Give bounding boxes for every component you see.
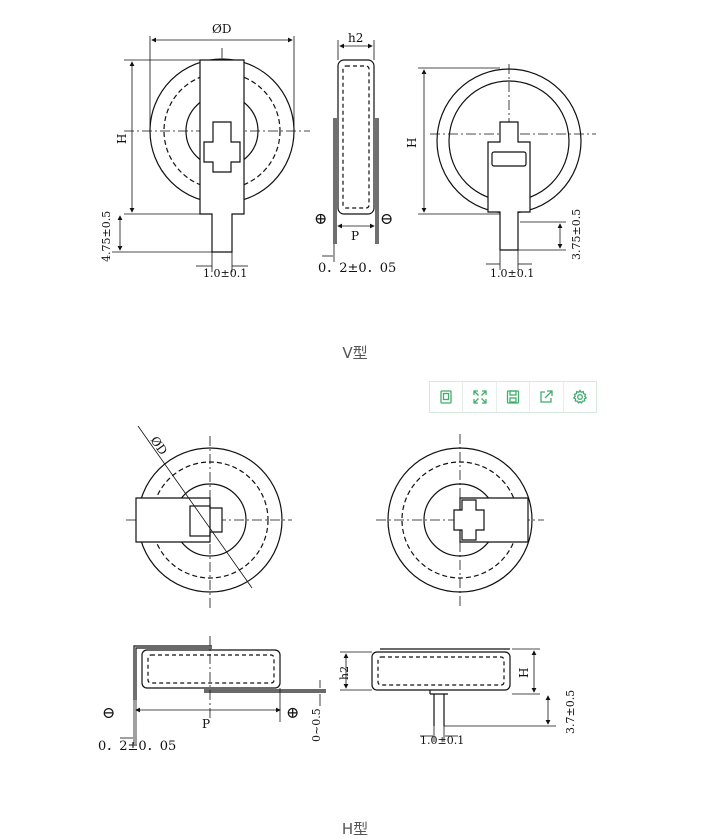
save-icon: [506, 390, 520, 404]
save-button[interactable]: [497, 382, 531, 412]
h-type-caption: H型: [341, 820, 369, 838]
v-front-diameter-label: ØD: [212, 22, 231, 36]
h-side-left-negative-symbol: ⊖: [102, 703, 115, 722]
v-side-tab-thickness-label: 0．2±0．05: [318, 261, 396, 276]
h-top-right-view: [376, 434, 544, 608]
v-front-view: [112, 36, 310, 272]
h-side-right-pin-width-label: 1.0±0.1: [420, 734, 464, 747]
fullscreen-icon: [472, 390, 487, 404]
h-side-right-pin-length-label: 3.7±0.5: [564, 690, 577, 734]
v-front-pin-length-label: 4.75±0.5: [100, 211, 113, 262]
v-front-height-label: H: [115, 134, 129, 144]
h-side-left-positive-symbol: ⊕: [286, 703, 299, 722]
settings-icon: [572, 389, 588, 404]
h-side-left-offset-label: 0~0.5: [310, 708, 323, 742]
v-side-view: [322, 40, 379, 262]
v-back-height-label: H: [405, 138, 419, 148]
v-back-tab: [487, 121, 531, 251]
h-top-left-tab: [135, 497, 223, 543]
share-icon: [540, 390, 554, 403]
h-side-right-height-label: H: [517, 668, 531, 678]
v-front-pin-width-label: 1.0±0.1: [203, 267, 247, 280]
v-side-pitch-label: P: [351, 229, 359, 243]
h-side-left-view: [120, 636, 326, 744]
v-side-negative-symbol: ⊖: [380, 209, 393, 228]
v-back-view: [418, 64, 596, 270]
copy-button[interactable]: [430, 382, 464, 412]
v-back-pin-length-label: 3.75±0.5: [570, 209, 583, 260]
h-top-left-diameter-label: ØD: [148, 434, 171, 458]
h-side-right-body: [371, 651, 511, 691]
settings-button[interactable]: [564, 382, 596, 412]
h-side-left-pitch-label: P: [202, 717, 210, 731]
share-button[interactable]: [530, 382, 564, 412]
h-side-right-thickness-label: h2: [338, 666, 351, 680]
fullscreen-button[interactable]: [463, 382, 497, 412]
image-toolbar: [429, 381, 597, 413]
v-side-body: [337, 59, 375, 215]
h-side-left-body: [141, 649, 281, 689]
v-back-pin-width-label: 1.0±0.1: [490, 267, 534, 280]
h-side-left-tab-thickness-label: 0．2±0．05: [98, 739, 176, 754]
v-side-positive-symbol: ⊕: [314, 209, 327, 228]
h-top-left-view: [126, 425, 292, 608]
h-side-right-view: [340, 648, 556, 742]
v-type-caption: V型: [342, 344, 368, 362]
v-side-thickness-label: h2: [348, 31, 363, 45]
copy-icon: [440, 390, 452, 404]
